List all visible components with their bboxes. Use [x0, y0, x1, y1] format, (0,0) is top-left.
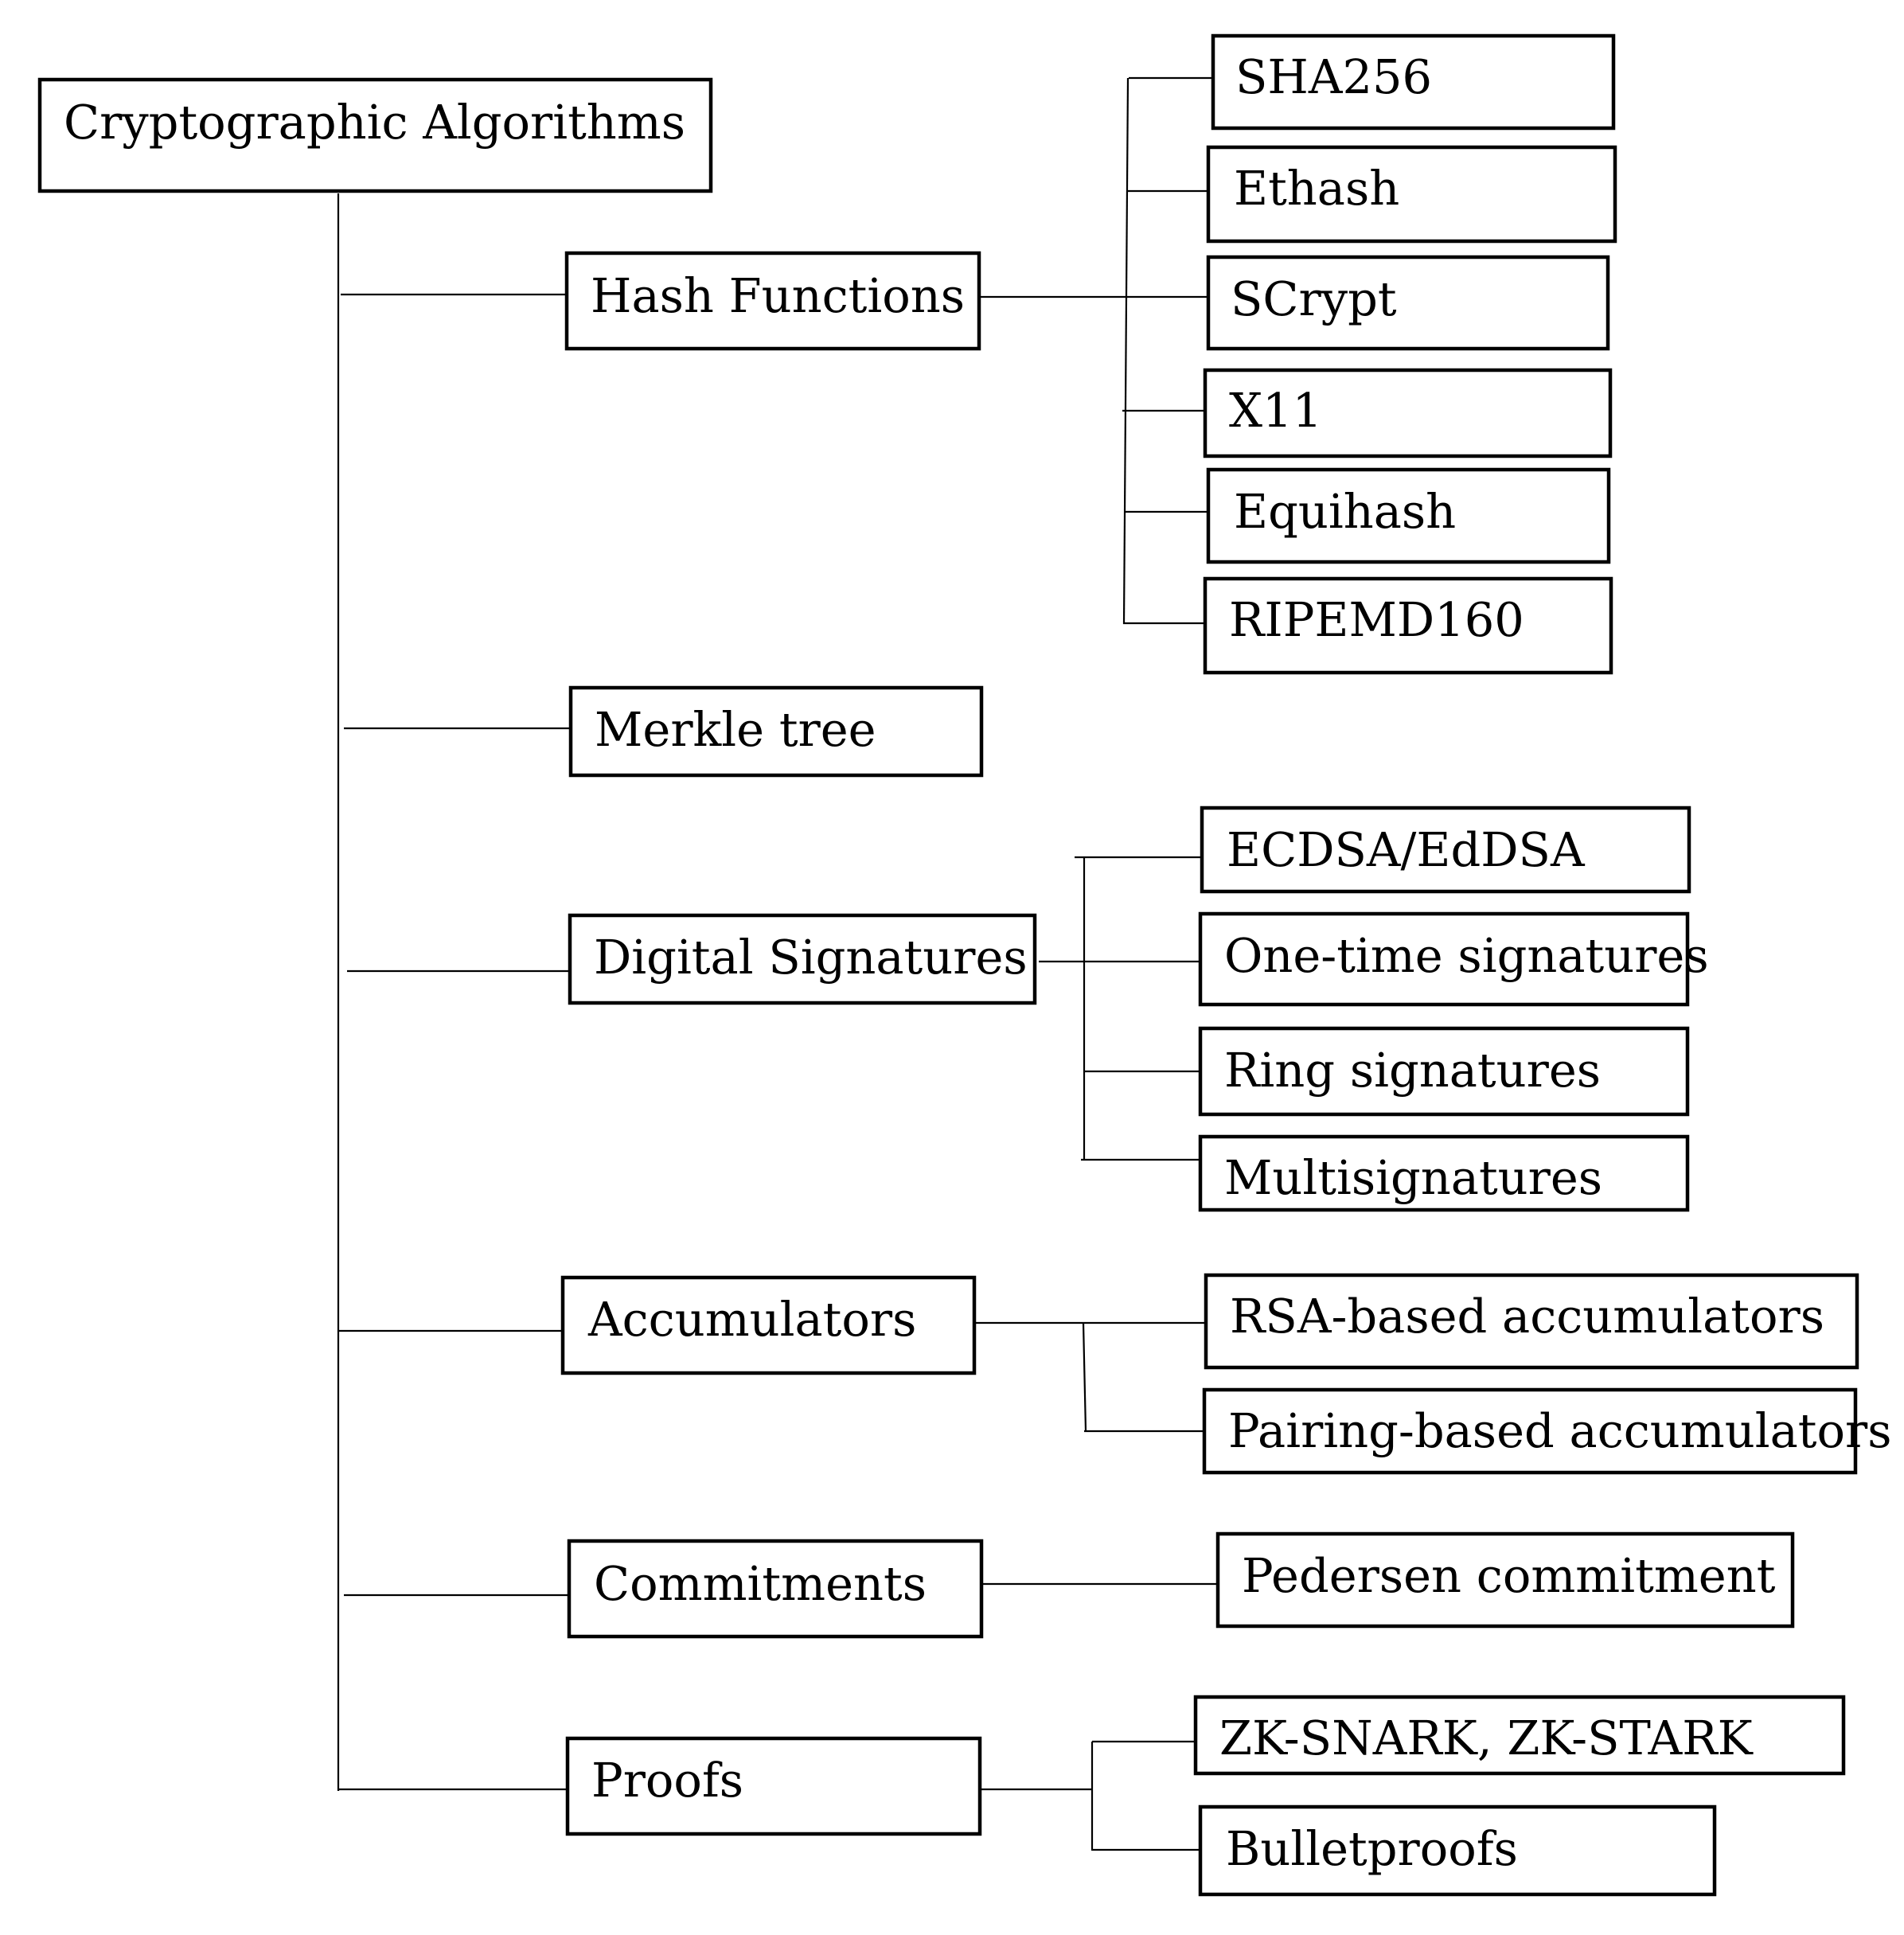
leaf-node-scrypt: SCrypt: [1206, 255, 1610, 351]
leaf-label: Ring signatures: [1224, 1043, 1601, 1098]
leaf-label: ZK-SNARK, ZK-STARK: [1219, 1711, 1754, 1765]
category-node-hash-functions: Hash Functions: [564, 251, 981, 351]
leaf-label: Multisignatures: [1224, 1150, 1602, 1205]
leaf-node-multisignatures: Multisignatures: [1198, 1134, 1690, 1212]
leaf-node-one-time-signatures: One-time signatures: [1198, 911, 1709, 1007]
leaf-label: RIPEMD160: [1229, 592, 1524, 647]
leaf-node-bulletproofs: Bulletproofs: [1198, 1804, 1717, 1897]
leaf-node-ring-signatures: Ring signatures: [1198, 1026, 1690, 1117]
connector-lines: [337, 76, 1218, 1851]
category-label: Commitments: [594, 1556, 927, 1611]
acc-spine-line: [1082, 1322, 1087, 1432]
leaf-node-ecdsa-eddsa: ECDSA/EdDSA: [1200, 806, 1691, 894]
category-node-commitments: Commitments: [567, 1539, 984, 1639]
leaf-node-ripemd160: RIPEMD160: [1203, 576, 1613, 675]
leaf-label: Equihash: [1234, 484, 1456, 539]
category-label: Proofs: [591, 1753, 743, 1808]
leaf-label: One-time signatures: [1224, 928, 1709, 983]
root-node-label: Cryptographic Algorithms: [64, 95, 685, 150]
hash-spine-line: [1122, 77, 1130, 625]
leaf-node-pairing-based-accumulators: Pairing-based accumulators: [1202, 1387, 1892, 1475]
leaf-label: SCrypt: [1231, 271, 1397, 326]
leaf-label: Pairing-based accumulators: [1228, 1403, 1892, 1458]
leaf-label: Bulletproofs: [1226, 1821, 1518, 1876]
leaf-node-pedersen-commitment: Pedersen commitment: [1215, 1531, 1795, 1629]
leaf-label: ECDSA/EdDSA: [1227, 822, 1586, 877]
leaf-node-x11: X11: [1203, 368, 1613, 458]
leaf-node-equihash: Equihash: [1206, 467, 1611, 564]
category-label: Accumulators: [587, 1292, 916, 1347]
category-node-proofs: Proofs: [565, 1736, 982, 1836]
leaf-node-rsa-based-accumulators: RSA-based accumulators: [1204, 1273, 1859, 1370]
leaf-node-ethash: Ethash: [1206, 145, 1617, 244]
leaf-node-sha256: SHA256: [1211, 33, 1616, 131]
leaf-label: Pedersen commitment: [1242, 1548, 1776, 1603]
root-node: Cryptographic Algorithms: [37, 77, 713, 193]
category-node-digital-signatures: Digital Signatures: [568, 913, 1037, 1005]
category-label: Merkle tree: [595, 702, 876, 757]
category-label: Digital Signatures: [594, 930, 1028, 985]
category-node-merkle-tree: Merkle tree: [568, 685, 984, 778]
leaf-label: Ethash: [1234, 161, 1399, 216]
leaf-label: X11: [1229, 383, 1322, 438]
leaf-label: RSA-based accumulators: [1230, 1289, 1824, 1344]
category-label: Hash Functions: [591, 268, 965, 323]
leaf-label: SHA256: [1235, 49, 1432, 104]
category-node-accumulators: Accumulators: [560, 1275, 977, 1375]
leaf-node-zk-snark-zk-stark: ZK-SNARK, ZK-STARK: [1193, 1695, 1846, 1776]
